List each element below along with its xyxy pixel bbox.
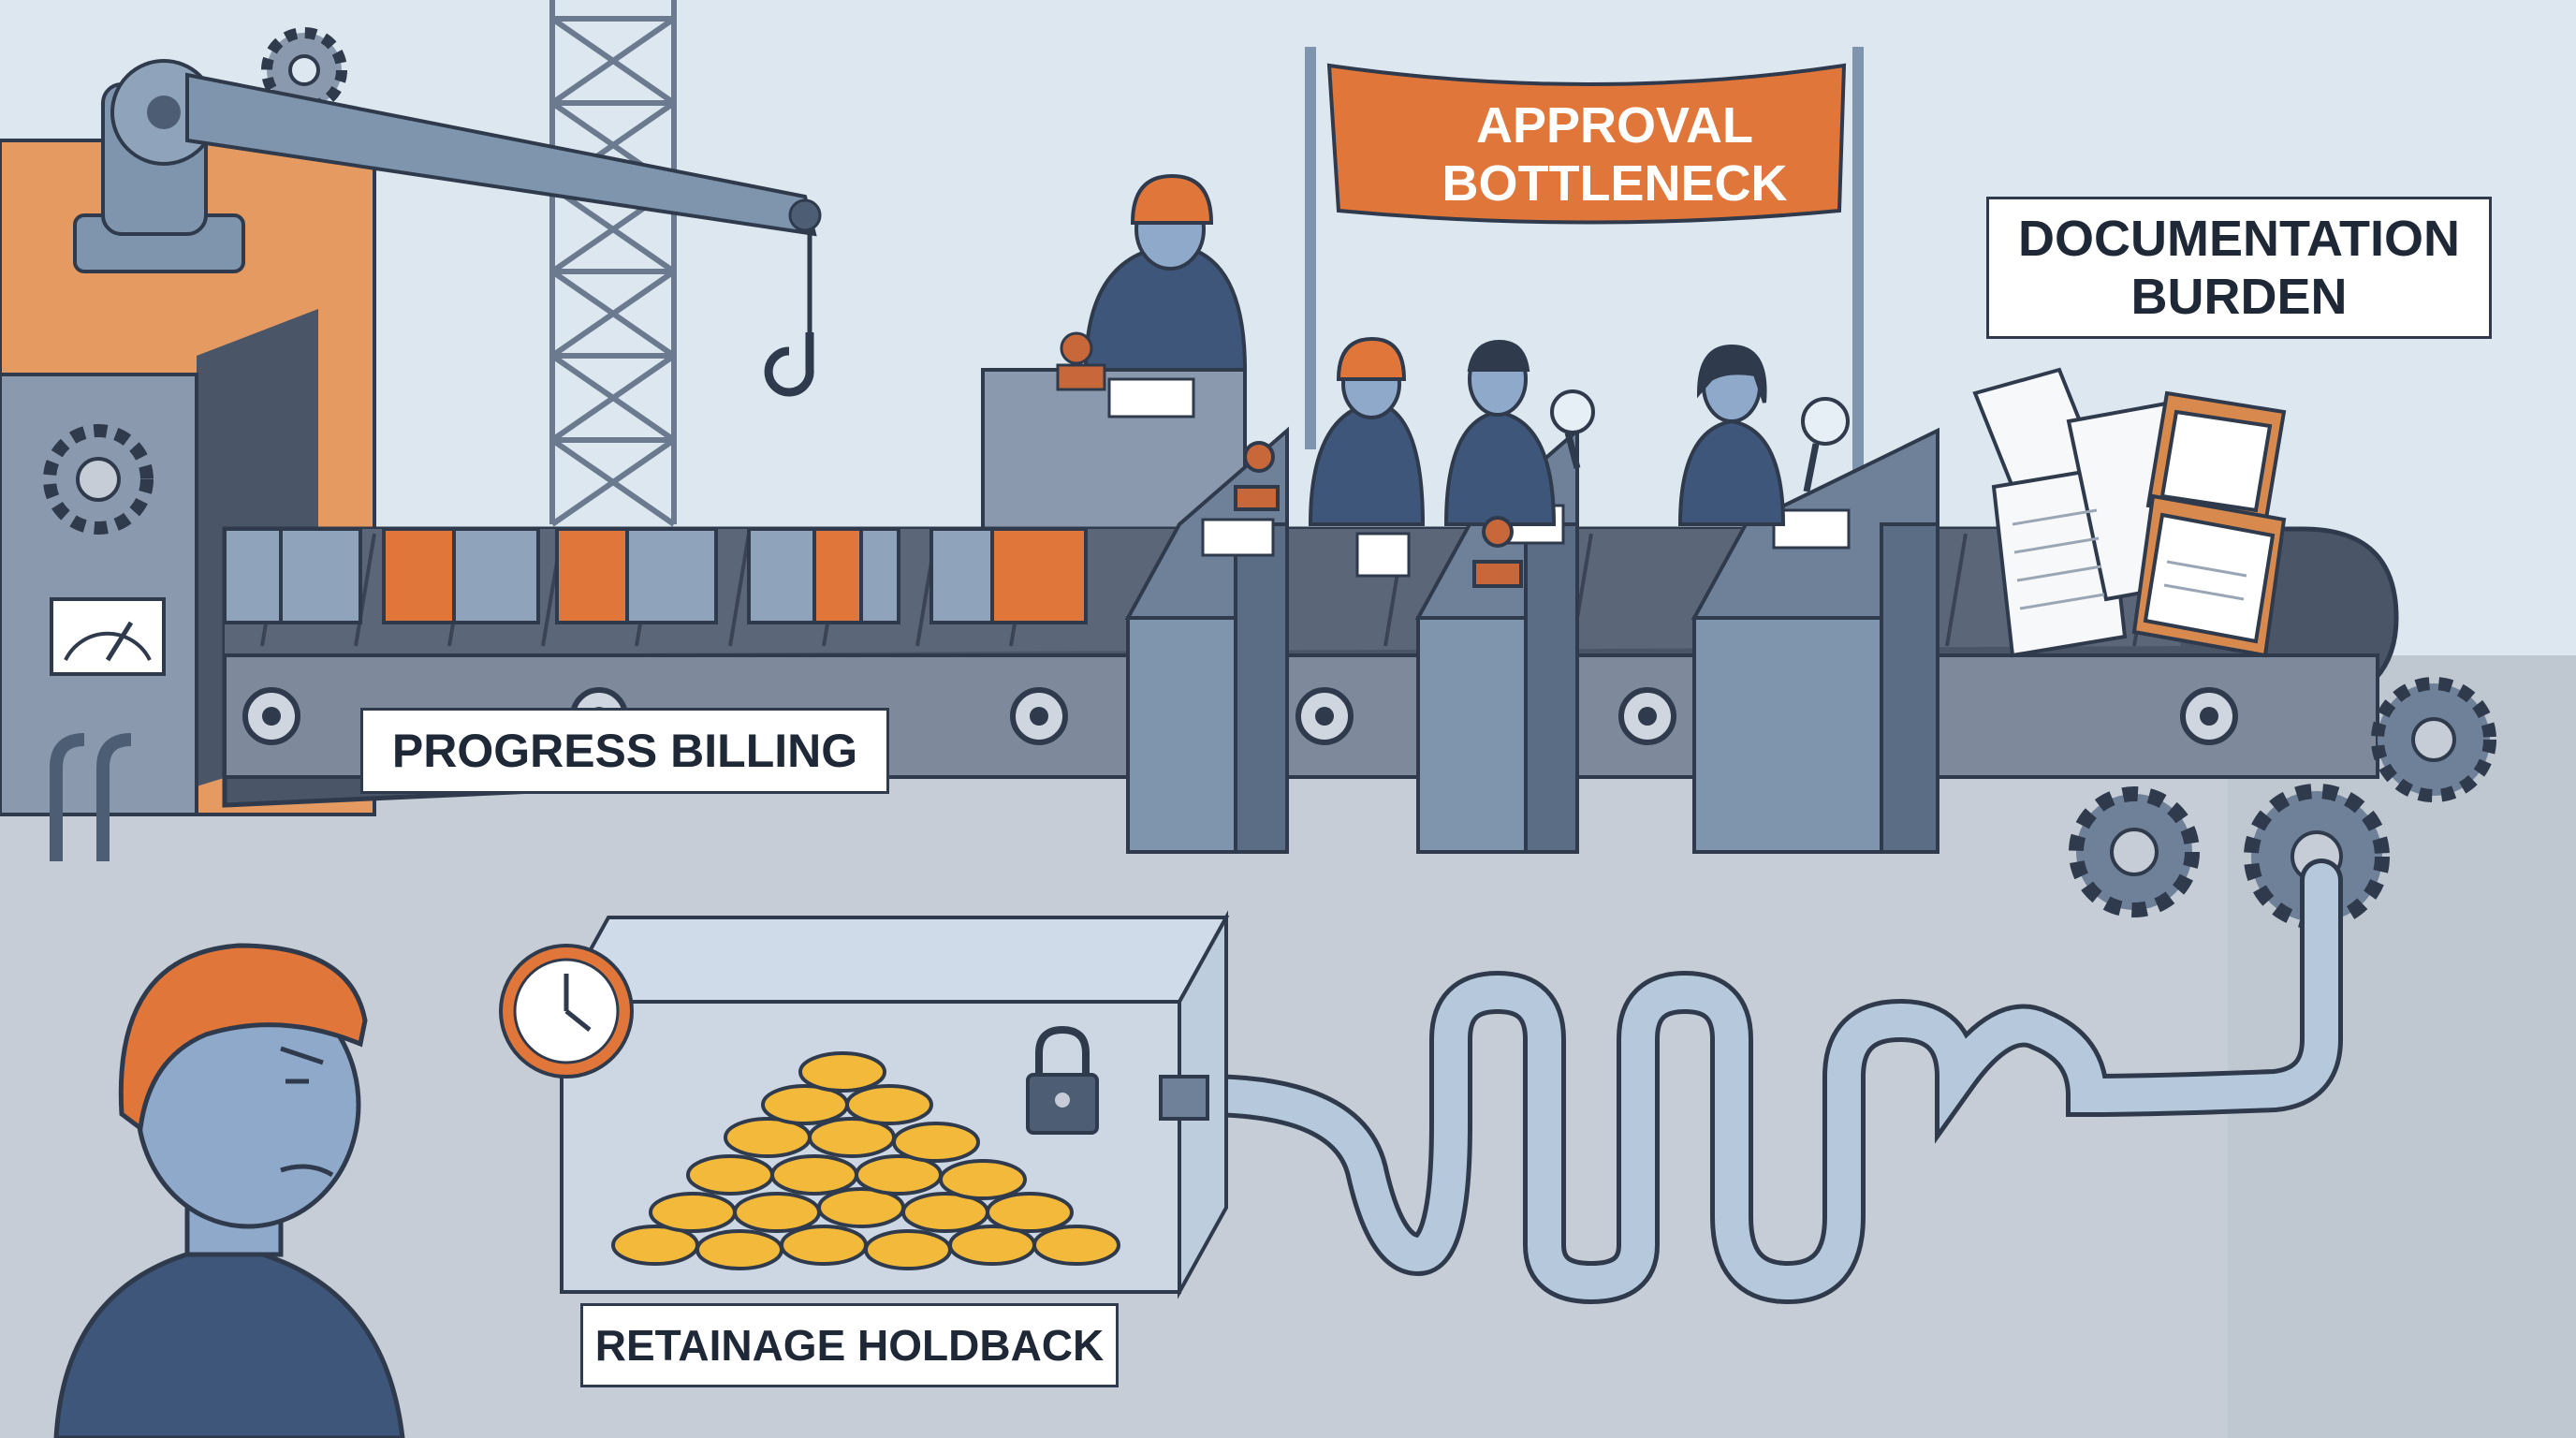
clock-icon	[501, 946, 632, 1077]
banner-line1: APPROVAL	[1476, 96, 1753, 154]
magnifier-icon	[1552, 391, 1593, 433]
retainage-vault	[501, 917, 1226, 1292]
gear-icon	[2076, 794, 2192, 910]
gear-icon	[50, 431, 147, 528]
gear-icon	[2378, 683, 2490, 796]
approval-bottleneck-banner-text: APPROVAL BOTTLENECK	[1367, 94, 1863, 215]
documentation-burden-line1: DOCUMENTATION	[2018, 210, 2460, 268]
magnifier-icon	[1803, 399, 1848, 444]
progress-billing-label: PROGRESS BILLING	[360, 708, 889, 794]
stamp-icon	[1236, 487, 1278, 509]
stamp-icon	[1474, 562, 1521, 586]
billing-boxes	[225, 529, 1086, 623]
hard-hat-icon	[1339, 339, 1404, 379]
hard-hat-icon	[1133, 176, 1211, 223]
documentation-burden-label: DOCUMENTATION BURDEN	[1986, 197, 2492, 339]
clipboard-icon	[2134, 496, 2284, 655]
stamp-icon	[1058, 365, 1105, 389]
banner-line2: BOTTLENECK	[1442, 154, 1788, 213]
gauge-icon	[51, 599, 164, 674]
retainage-holdback-label: RETAINAGE HOLDBACK	[580, 1303, 1119, 1387]
documentation-burden-line2: BURDEN	[2130, 268, 2347, 326]
